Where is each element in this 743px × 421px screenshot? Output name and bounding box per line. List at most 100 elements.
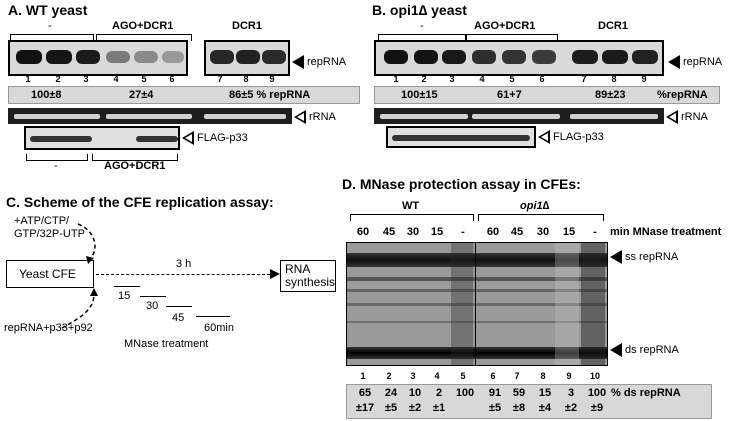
panel-b-reprna-label: repRNA <box>668 55 722 69</box>
panel-b-title: B. opi1∆ yeast <box>372 2 467 18</box>
panel-c-inputs-bottom: repRNA+p33+p92 <box>4 322 93 334</box>
mnase-time-8: 30 <box>536 226 550 238</box>
open-arrow-icon <box>294 110 306 124</box>
panel-a-group-2: AGO+DCR1 <box>112 20 174 32</box>
ds-percent: 59 <box>512 387 526 399</box>
quant-value: 100±8 <box>31 89 62 101</box>
panel-b-bracket-1 <box>378 34 466 41</box>
lane-number: 7 <box>217 74 223 84</box>
lane-number: 3 <box>449 74 455 84</box>
panel-b-group-2: AGO+DCR1 <box>474 20 536 32</box>
lane-number: 6 <box>539 74 545 84</box>
quant-value: 86±5 % repRNA <box>229 89 311 101</box>
mnase-time-5: - <box>461 226 465 238</box>
lane-number: 1 <box>360 371 366 381</box>
lane-number: 9 <box>269 74 275 84</box>
lane-number: 4 <box>479 74 485 84</box>
panel-b-group-3: DCR1 <box>598 20 628 32</box>
ds-percent: 2 <box>435 387 443 399</box>
panel-c-cfe-box: Yeast CFE <box>6 260 94 288</box>
mnase-time-6: 60 <box>486 226 500 238</box>
panel-d-times-suffix: min MNase treatment <box>610 226 722 238</box>
mnase-time: 45 <box>172 312 185 324</box>
product-line: RNA <box>285 262 311 276</box>
mnase-time-9: 15 <box>562 226 576 238</box>
lane-number: 7 <box>581 74 587 84</box>
ds-percent-error: ±5 <box>488 402 502 414</box>
panel-a-group-3: DCR1 <box>232 20 262 32</box>
mnase-time-7: 45 <box>510 226 524 238</box>
lane-number: 6 <box>169 74 175 84</box>
panel-a-bottom-group-2: AGO+DCR1 <box>104 160 166 172</box>
mnase-time-3: 30 <box>406 226 420 238</box>
panel-a-rrna-gel <box>8 108 292 124</box>
panel-b-flag-gel <box>386 126 536 148</box>
ds-percent-error: ±5 <box>384 402 398 414</box>
panel-d-title: D. MNase protection assay in CFEs: <box>342 176 581 192</box>
panel-c-arrows <box>61 223 280 329</box>
panel-d-gel <box>346 242 608 366</box>
lane-number: 10 <box>589 371 600 381</box>
panel-b-group-1: - <box>420 20 424 32</box>
mnase-time-10: - <box>593 226 597 238</box>
panel-a-quant-strip: 100±8 27±4 86±5 % repRNA <box>8 86 360 104</box>
lane-number: 8 <box>540 371 546 381</box>
mnase-tick <box>140 296 166 297</box>
lane-number: 1 <box>25 74 31 84</box>
panel-a-title: A. WT yeast <box>8 2 88 18</box>
lane-number: 2 <box>55 74 61 84</box>
ds-percent-error: ±4 <box>538 402 552 414</box>
filled-arrow-icon <box>292 55 304 69</box>
filled-arrow-icon <box>668 55 680 69</box>
panel-d-ss-label: ss repRNA <box>610 250 678 264</box>
ds-percent-error: ±2 <box>408 402 422 414</box>
lane-number: 6 <box>490 371 496 381</box>
panel-b-bracket-2 <box>466 34 558 41</box>
panel-a-rrna-label: rRNA <box>294 110 336 124</box>
mnase-tick <box>114 286 140 287</box>
ds-percent: 3 <box>567 387 575 399</box>
ds-percent: 24 <box>384 387 398 399</box>
ds-percent-error: ±9 <box>590 402 604 414</box>
lane-number: 4 <box>113 74 119 84</box>
product-line: synthesis <box>285 275 336 289</box>
panel-d-bracket-wt <box>350 214 474 221</box>
panel-a-bracket-2 <box>96 34 192 41</box>
panel-b-rrna-label: rRNA <box>666 110 708 124</box>
panel-a-flag-label: FLAG-p33 <box>182 131 248 145</box>
panel-c-inputs-top: +ATP/CTP/ GTP/32P-UTP <box>14 215 85 241</box>
lane-number: 3 <box>83 74 89 84</box>
mnase-time-4: 15 <box>430 226 444 238</box>
quant-value: 89±23 <box>595 89 626 101</box>
panel-b-flag-label: FLAG-p33 <box>538 130 604 144</box>
mnase-time: 30 <box>146 300 159 312</box>
panel-d-group-opi1: opi1∆ <box>520 200 550 212</box>
lane-number: 5 <box>460 371 466 381</box>
ds-percent-error: ±8 <box>512 402 526 414</box>
lane-number: 2 <box>386 371 392 381</box>
mnase-tick <box>196 316 230 317</box>
mnase-time-2: 45 <box>382 226 396 238</box>
lane-number: 4 <box>434 371 440 381</box>
lane-number: 5 <box>509 74 515 84</box>
ds-percent-error: ±2 <box>564 402 578 414</box>
panel-a-reprna-label: repRNA <box>292 55 346 69</box>
panel-d-group-wt: WT <box>402 200 420 212</box>
ds-percent: 15 <box>538 387 552 399</box>
open-arrow-icon <box>182 131 194 145</box>
panel-d-ds-label: ds repRNA <box>610 343 679 357</box>
ds-percent-error: ±17 <box>355 402 375 414</box>
quant-value: 27±4 <box>129 89 154 101</box>
lane-number: 9 <box>641 74 647 84</box>
quant-value: 61+7 <box>497 89 522 101</box>
ds-percent: 91 <box>488 387 502 399</box>
input-line: +ATP/CTP/ <box>14 215 70 227</box>
panel-a-flag-gel <box>24 126 180 150</box>
lane-number: 5 <box>141 74 147 84</box>
lane-number: 9 <box>566 371 572 381</box>
lane-number: 7 <box>514 371 520 381</box>
panel-d-pct-label: % ds repRNA <box>611 387 681 399</box>
mnase-time: 15 <box>118 290 131 302</box>
filled-arrow-icon <box>610 343 622 357</box>
